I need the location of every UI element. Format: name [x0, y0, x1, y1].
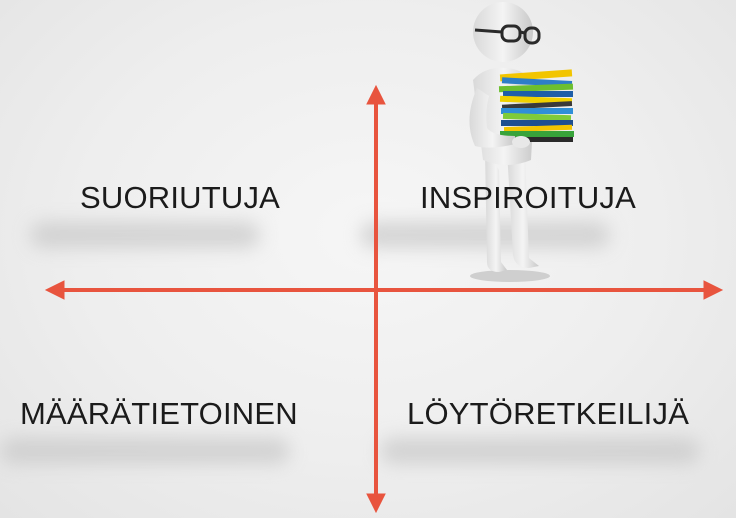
quadrant-label-top-left: SUORIUTUJA	[80, 180, 281, 215]
person-carrying-books-icon	[469, 2, 574, 282]
arrow-up-icon	[366, 84, 386, 105]
blurred-subtext	[360, 222, 610, 248]
blurred-subtext	[30, 222, 260, 248]
quadrant-label-bottom-left: MÄÄRÄTIETOINEN	[20, 396, 298, 431]
blurred-subtext	[380, 438, 700, 464]
arrow-down-icon	[366, 493, 386, 514]
quadrant-label-bottom-right: LÖYTÖRETKEILIJÄ	[407, 396, 690, 431]
blurred-subtext	[0, 438, 290, 464]
arrow-right-icon	[703, 280, 724, 300]
arrow-left-icon	[44, 280, 65, 300]
quadrant-label-top-right: INSPIROITUJA	[420, 180, 636, 215]
